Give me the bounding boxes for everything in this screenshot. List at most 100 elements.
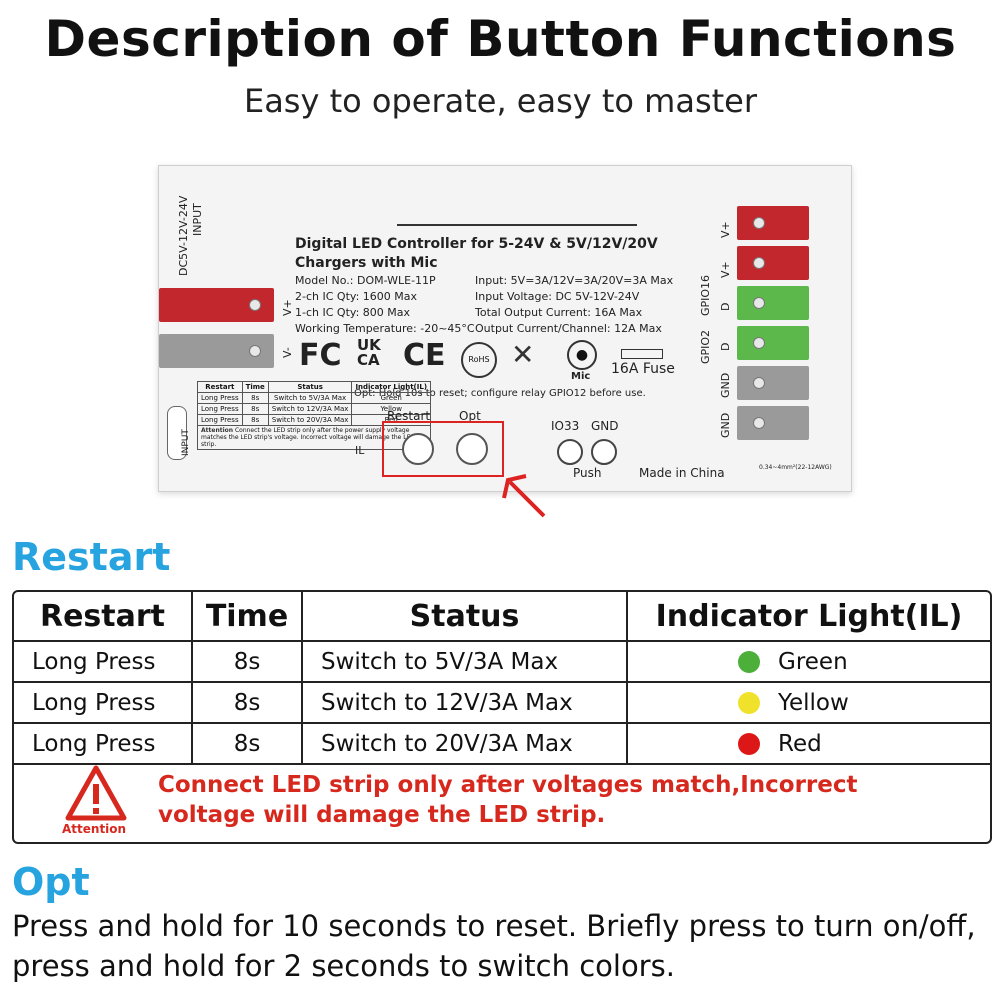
model-number: Model No.: DOM-WLE-11P (295, 274, 436, 287)
usb-port (167, 406, 187, 460)
cell-status: Switch to 20V/3A Max (302, 723, 628, 765)
cell-time: 8s (192, 723, 303, 765)
restart-button[interactable] (402, 433, 434, 465)
restart-button-label: Restart (387, 409, 431, 423)
indicator-label: Red (778, 730, 822, 757)
fuse-label: 16A Fuse (611, 361, 675, 377)
warning-triangle-icon (65, 765, 127, 821)
mini-cell: Switch to 20V/3A Max (267, 414, 353, 426)
mini-header: Restart (197, 381, 243, 393)
right-label-3: D (719, 302, 732, 311)
ic-1ch: 1-ch IC Qty: 800 Max (295, 306, 411, 319)
fuse-icon (621, 349, 663, 359)
restart-table-grid: Restart Time Status Indicator Light(IL) … (14, 592, 990, 765)
mini-cell: Switch to 5V/3A Max (267, 392, 353, 404)
restart-table: Restart Time Status Indicator Light(IL) … (12, 590, 992, 844)
header-restart: Restart (14, 592, 193, 642)
mini-header: Indicator Light(IL) (351, 381, 432, 393)
opt-button-label: Opt (459, 409, 481, 423)
mini-cell: Long Press (197, 414, 243, 426)
terminal-screw (753, 217, 765, 229)
terminal-screw (249, 345, 261, 357)
indicator-label: Yellow (778, 689, 849, 716)
wire-spec: 0.34~4mm²(22-12AWG) (759, 464, 832, 471)
mini-attention-note: Connect the LED strip only after the pow… (201, 427, 416, 448)
il-label: IL (355, 444, 365, 457)
ic-2ch: 2-ch IC Qty: 1600 Max (295, 290, 418, 303)
product-title-2: Chargers with Mic (295, 255, 438, 271)
mic-icon: ● (567, 340, 597, 370)
vminus-left-label: V- (281, 347, 294, 358)
cell-action: Long Press (14, 682, 193, 724)
mini-cell: Switch to 12V/3A Max (267, 403, 353, 415)
button-highlight-box (382, 421, 504, 477)
mini-header: Time (241, 381, 269, 393)
mini-attention-label: Attention (201, 427, 234, 434)
terminal-right-4 (737, 326, 809, 360)
mini-cell: Green (351, 392, 432, 404)
input-voltage: Input Voltage: DC 5V-12V-24V (475, 290, 640, 303)
page-subtitle: Easy to operate, easy to master (243, 82, 758, 120)
terminal-right-1 (737, 206, 809, 240)
gnd-port-label: GND (591, 419, 619, 433)
ce-logo: CE (403, 338, 446, 373)
cell-action: Long Press (14, 641, 193, 683)
table-row: Long Press 8s Switch to 20V/3A Max Red (14, 723, 990, 765)
cell-status: Switch to 12V/3A Max (302, 682, 628, 724)
divider (397, 224, 637, 226)
ukca-line-1: UK (357, 336, 381, 354)
device-mini-table: Restart Time Status Indicator Light(IL) … (196, 381, 432, 450)
terminal-screw (753, 257, 765, 269)
ukca-line-2: CA (357, 351, 380, 369)
opt-description: Press and hold for 10 seconds to reset. … (12, 909, 976, 983)
indicator-dot (738, 651, 760, 673)
mini-attention: Attention Connect the LED strip only aft… (196, 425, 432, 450)
table-row: Long Press 8s Switch to 12V/3A Max Yello… (14, 682, 990, 724)
terminal-vminus-left (159, 334, 274, 368)
push-label: Push (573, 466, 602, 480)
opt-note: Opt: Hold 10s to reset; configure relay … (354, 388, 646, 399)
right-label-4: D (719, 342, 732, 351)
mini-cell: Long Press (197, 403, 243, 415)
ukca-logo: UK CA (357, 338, 381, 368)
cell-indicator: Yellow (627, 682, 990, 724)
header-status: Status (302, 592, 628, 642)
pointer-arrow-icon (502, 474, 546, 518)
input-spec: Input: 5V=3A/12V=3A/20V=3A Max (475, 274, 674, 287)
terminal-right-3 (737, 286, 809, 320)
cell-indicator: Red (627, 723, 990, 765)
opt-button[interactable] (456, 433, 488, 465)
working-temp: Working Temperature: -20~45°C (295, 322, 475, 335)
mini-cell: 8s (241, 414, 269, 426)
terminal-screw (753, 297, 765, 309)
terminal-screw (753, 337, 765, 349)
cell-status: Switch to 5V/3A Max (302, 641, 628, 683)
terminal-right-6 (737, 406, 809, 440)
table-row: Long Press 8s Switch to 5V/3A Max Green (14, 641, 990, 683)
vplus-left-label: V+ (281, 299, 294, 316)
mic-label: Mic (571, 371, 591, 382)
gpio2-label: GPIO2 (699, 329, 712, 364)
total-current: Total Output Current: 16A Max (475, 306, 643, 319)
fc-logo: FC (299, 338, 342, 373)
table-header-row: Restart Time Status Indicator Light(IL) (14, 592, 990, 642)
product-title-1: Digital LED Controller for 5-24V & 5V/12… (295, 236, 658, 252)
mini-cell: Long Press (197, 392, 243, 404)
header-indicator: Indicator Light(IL) (627, 592, 990, 642)
cell-time: 8s (192, 641, 303, 683)
weee-bin-icon: ✕ (511, 338, 535, 371)
cell-action: Long Press (14, 723, 193, 765)
usb-label: INPUT (181, 429, 191, 456)
opt-heading: Opt (12, 860, 90, 904)
channel-current: Output Current/Channel: 12A Max (475, 322, 662, 335)
warning-text: Connect LED strip only after voltages ma… (158, 772, 858, 828)
restart-heading: Restart (12, 535, 171, 579)
attention-label: Attention (62, 822, 127, 836)
mini-cell: 8s (241, 403, 269, 415)
cell-time: 8s (192, 682, 303, 724)
gnd-port (591, 439, 617, 465)
terminal-vplus-left (159, 288, 274, 322)
terminal-screw (249, 299, 261, 311)
gpio16-label: GPIO16 (699, 274, 712, 316)
input-voltage-left: DC5V-12V-24V (177, 195, 190, 276)
